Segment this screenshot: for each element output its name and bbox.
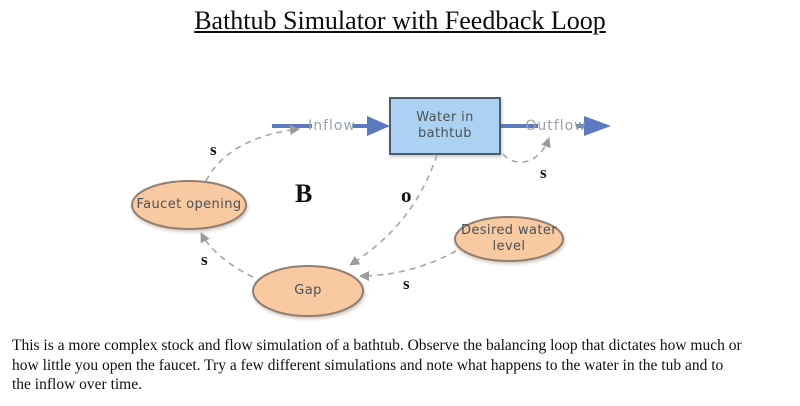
link-bathtub-to-gap xyxy=(349,154,438,266)
inflow-label: Inflow xyxy=(308,118,356,134)
outflow-arrowhead-icon xyxy=(584,116,611,136)
flow-pipes xyxy=(272,116,611,136)
stock-label: Water in bathtub xyxy=(416,110,474,141)
polarity-s-label-gap-faucet: s xyxy=(201,250,208,269)
polarity-s-label-faucet-inflow: s xyxy=(210,140,217,159)
link-faucet-to-inflow xyxy=(205,125,300,182)
variable-desired-water-level xyxy=(454,216,564,262)
link-desired-to-gap xyxy=(359,250,457,281)
faucet-opening-label: Faucet opening xyxy=(136,197,242,212)
polarity-s-label-desired-gap: s xyxy=(403,274,410,293)
outflow-label: Outflow xyxy=(525,118,587,134)
causal-links xyxy=(200,125,551,281)
description-paragraph: This is a more complex stock and flow si… xyxy=(12,336,798,395)
desired-water-level-label-line1: Desired water xyxy=(460,223,558,238)
desired-water-level-label-line2: level xyxy=(492,239,526,254)
diagram-nodes xyxy=(131,97,564,317)
link-bathtub-to-outflow xyxy=(502,137,551,163)
desired-water-level-label: Desired water level xyxy=(455,223,563,255)
inflow-arrowhead-icon xyxy=(367,116,390,136)
gap-label: Gap xyxy=(294,283,322,298)
variable-gap xyxy=(252,265,364,317)
balancing-loop-label: B xyxy=(295,179,313,208)
variable-faucet-opening xyxy=(131,180,247,230)
link-gap-to-faucet xyxy=(200,232,254,278)
page-title: Bathtub Simulator with Feedback Loop xyxy=(194,6,606,35)
stock-water-in-bathtub xyxy=(389,97,501,155)
description-line: This is a more complex stock and flow si… xyxy=(12,337,742,354)
description-line: the inflow over time. xyxy=(12,376,142,393)
polarity-o-label: o xyxy=(401,183,412,207)
description-line: how little you open the faucet. Try a fe… xyxy=(12,356,724,374)
polarity-s-label-outflow: s xyxy=(540,163,547,182)
